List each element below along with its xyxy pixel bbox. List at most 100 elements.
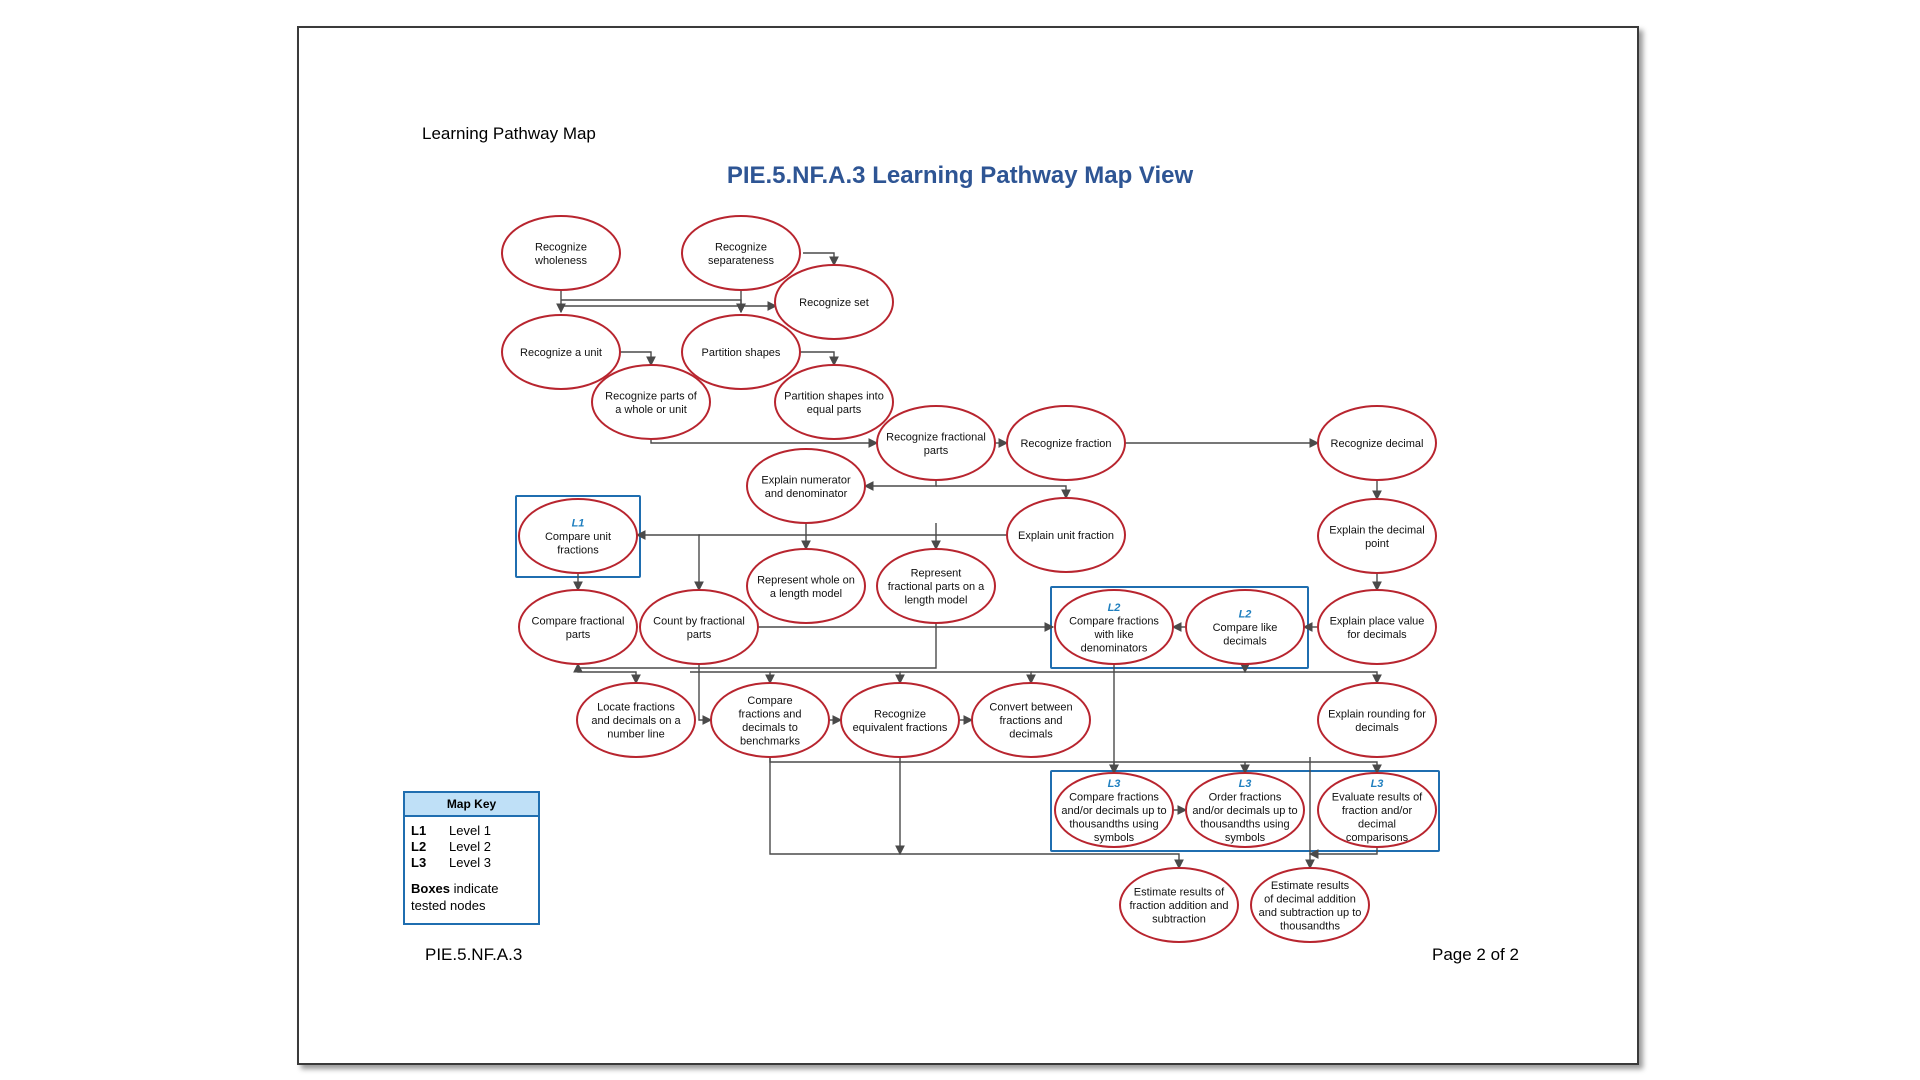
node-ellipse <box>501 215 621 291</box>
node-label: denominators <box>1081 642 1148 654</box>
node-label: comparisons <box>1346 832 1409 844</box>
node-ellipse <box>518 498 638 574</box>
node-label: Recognize a unit <box>520 347 602 359</box>
node-label: Partition shapes into <box>784 390 884 402</box>
node-label: Convert between <box>989 702 1072 714</box>
node-label: Explain unit fraction <box>1018 530 1114 542</box>
node-label: equivalent fractions <box>853 722 948 734</box>
node-label: wholeness <box>534 255 587 267</box>
node-ellipse <box>1317 498 1437 574</box>
node-label: of decimal addition <box>1264 893 1356 905</box>
map-key-title: Map Key <box>405 793 538 817</box>
node-whole-len: Represent whole ona length model <box>746 548 866 624</box>
node-ellipse <box>501 314 621 390</box>
pathway-nodes: Recognize wholeness RecognizeseparatenessR… <box>501 215 1437 943</box>
node-label: Represent <box>911 568 962 580</box>
node-ellipse <box>681 215 801 291</box>
node-partition: Partition shapes <box>681 314 801 390</box>
pathway-arrow <box>936 485 1071 500</box>
node-label: and decimals on a <box>591 715 681 727</box>
pathway-arrow <box>694 534 704 592</box>
node-ellipse <box>1054 589 1174 665</box>
pathway-arrow <box>863 480 937 491</box>
node-level-label: L2 <box>1239 609 1252 621</box>
node-label: subtraction <box>1152 914 1206 926</box>
node-ellipse <box>1317 682 1437 758</box>
node-label: and subtraction up to <box>1259 907 1362 919</box>
node-ellipse <box>591 364 711 440</box>
node-label: thousandths <box>1280 920 1340 932</box>
node-fraction: Recognize fraction <box>1006 405 1126 481</box>
node-ellipse <box>1185 589 1305 665</box>
node-ellipse <box>576 682 696 758</box>
map-key-note-bold: Boxes <box>411 881 451 896</box>
node-label: fractions and <box>1000 715 1063 727</box>
node-label: symbols <box>1094 832 1135 844</box>
node-ellipse <box>1250 867 1370 943</box>
node-ellipse <box>746 548 866 624</box>
node-ellipse <box>1006 497 1126 573</box>
node-ellipse <box>774 264 894 340</box>
node-label: a length model <box>770 588 842 600</box>
node-label: Order fractions <box>1209 792 1282 804</box>
node-label: point <box>1365 538 1389 550</box>
node-ellipse <box>1317 772 1437 848</box>
node-ellipse <box>876 405 996 481</box>
node-label: Recognize set <box>799 297 869 309</box>
node-set: Recognize set <box>774 264 894 340</box>
node-label: thousandths using <box>1200 819 1289 831</box>
node-label: decimals <box>1223 636 1267 648</box>
node-label: separateness <box>708 255 775 267</box>
node-level-label: L2 <box>1108 602 1121 614</box>
node-ellipse <box>1317 589 1437 665</box>
pathway-arrow <box>620 351 656 367</box>
map-key-code: L2 <box>411 839 427 854</box>
node-label: fractions <box>557 545 599 557</box>
node-label: Estimate results of <box>1134 887 1225 899</box>
node-label: Compare <box>747 695 792 707</box>
node-label: Compare like <box>1213 622 1278 634</box>
node-label: Explain numerator <box>761 474 851 486</box>
map-key-note-text: indicate <box>453 881 499 896</box>
map-key-note-line2: tested nodes <box>411 898 486 913</box>
node-label: length model <box>905 595 968 607</box>
node-label: Locate fractions <box>597 702 675 714</box>
node-ellipse <box>746 448 866 524</box>
map-key-note: Boxes indicate tested nodes <box>411 880 538 914</box>
node-label: Explain the decimal <box>1329 524 1424 536</box>
pathway-arrow <box>800 351 839 367</box>
node-parts-whole: Recognize parts ofa whole or unit <box>591 364 711 440</box>
node-level-label: L1 <box>572 518 585 530</box>
node-label: decimals <box>1355 722 1399 734</box>
node-label: thousandths using <box>1069 819 1158 831</box>
node-label: Recognize <box>535 241 587 253</box>
node-label: benchmarks <box>740 735 800 747</box>
pathway-arrow <box>577 664 641 685</box>
node-unit: Recognize a unit <box>501 314 621 390</box>
map-key-code: L3 <box>411 855 427 870</box>
pathway-arrow <box>690 671 775 685</box>
map-key-code: L1 <box>411 823 427 838</box>
node-label: with like <box>1093 629 1133 641</box>
node-label: Explain place value <box>1330 615 1425 627</box>
node-ellipse <box>774 364 894 440</box>
node-label: fraction and/or <box>1342 805 1413 817</box>
page-title: PIE.5.NF.A.3 Learning Pathway Map View <box>726 162 1194 189</box>
